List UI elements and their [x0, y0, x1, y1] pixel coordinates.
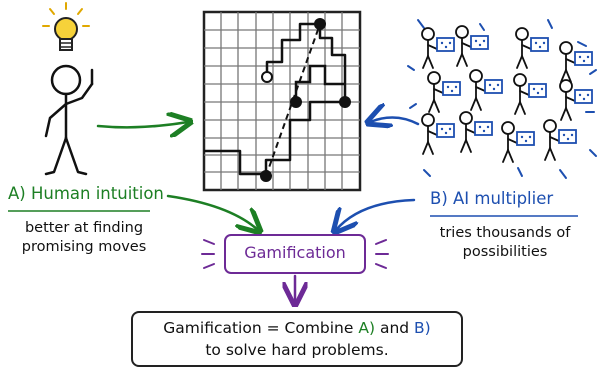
ai-agent-figure [469, 69, 503, 111]
arrow-ai-to-gamification [336, 198, 416, 230]
arrow-ai-to-grid [370, 117, 420, 124]
ai-crowd [407, 19, 597, 179]
ai-agent-figure [501, 121, 535, 163]
ai-agent-figure [513, 73, 547, 115]
human-figure [44, 64, 94, 176]
ai-agent-figure [455, 25, 489, 67]
ai-agent-figure [421, 27, 455, 69]
formula-box [131, 311, 463, 367]
arrow-human-to-grid [96, 122, 188, 127]
ai-multiplier-desc-line1: tries thousands of [439, 225, 571, 241]
ai-agent-figure [421, 113, 455, 155]
formula-and: and [375, 319, 415, 337]
ai-agent-figure [559, 41, 593, 83]
grid-puzzle [202, 10, 362, 192]
human-intuition-title: A) Human intuition [8, 184, 164, 203]
formula-line2: to solve hard problems. [205, 341, 389, 359]
gamification-box [224, 234, 366, 274]
formula-a: A) [358, 319, 376, 337]
ai-agent-figure [427, 71, 461, 113]
arrow-human-to-gamification [166, 194, 258, 230]
gamification-label: Gamification [244, 243, 346, 262]
gamification-accents [201, 239, 389, 269]
ai-agent-figure [559, 79, 593, 121]
ai-multiplier-desc-line2: possibilities [462, 244, 548, 260]
formula-line1: Gamification = Combine A) and B) [131, 319, 463, 337]
ai-agent-figure [515, 27, 549, 69]
formula-b: B) [414, 319, 431, 337]
human-intuition-desc-line1: better at finding [24, 220, 144, 236]
ai-agent-figure [543, 119, 577, 161]
formula-lead: Gamification = Combine [163, 319, 359, 337]
ai-agent-figure [459, 111, 493, 153]
human-intuition-desc-line2: promising moves [21, 239, 147, 255]
lightbulb-icon [42, 2, 90, 51]
ai-multiplier-title: B) AI multiplier [430, 189, 554, 208]
